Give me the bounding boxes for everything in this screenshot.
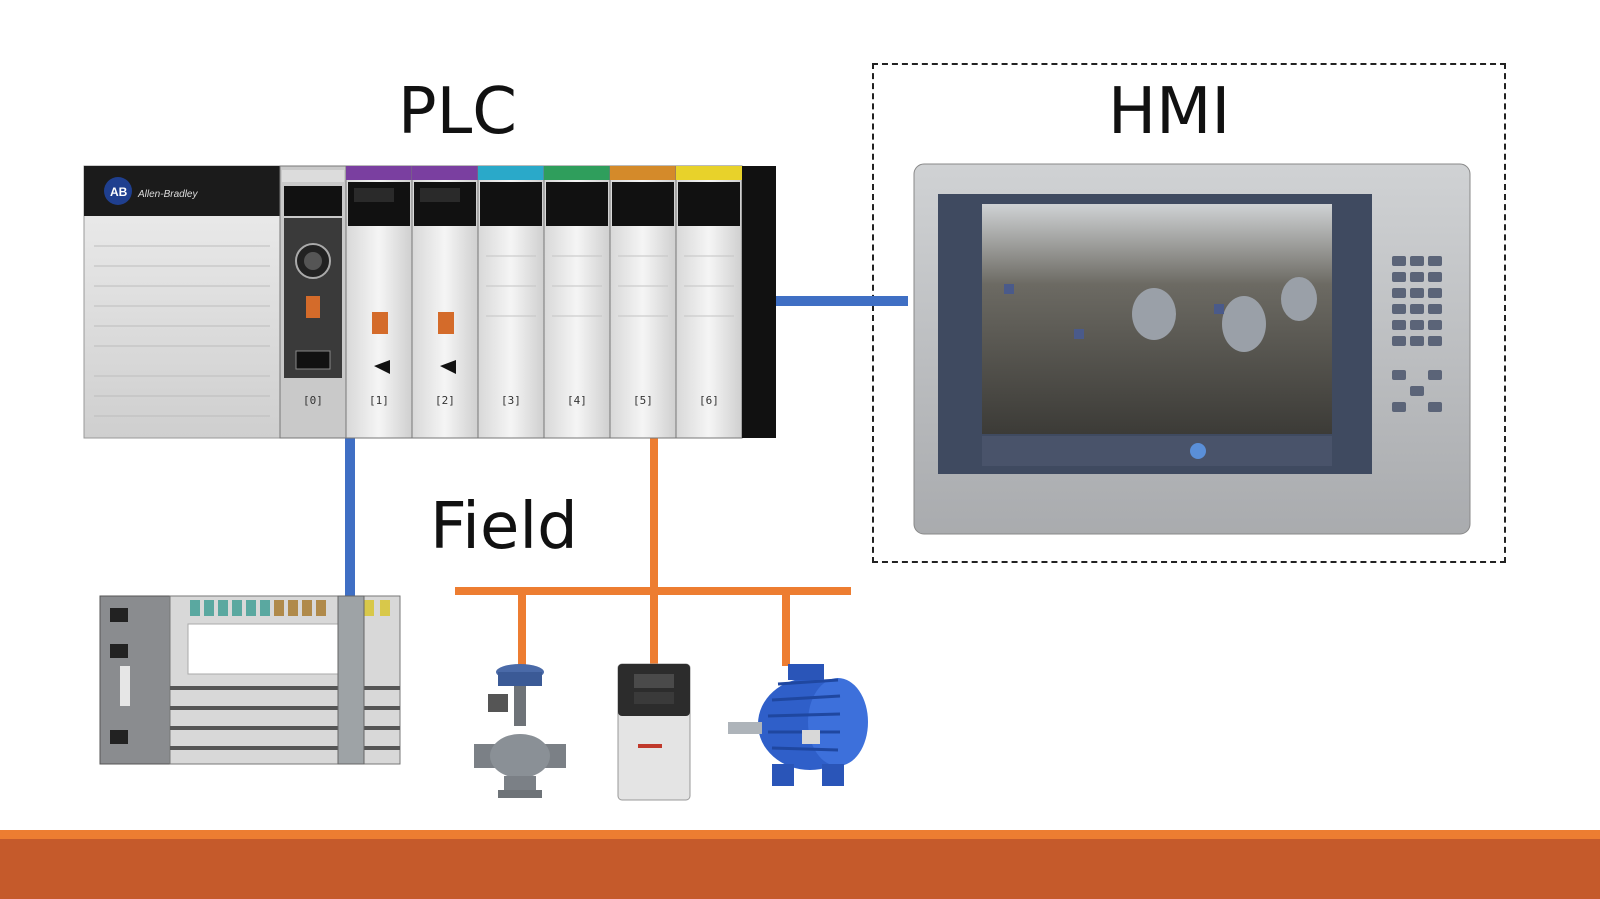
- footer-bar: [0, 830, 1600, 899]
- cpu-status-icon: [306, 296, 320, 318]
- hmi-group-box: [872, 63, 1506, 563]
- vfd-drive-image: [617, 663, 691, 801]
- remote-io-image: [99, 595, 401, 765]
- plc-title: PLC: [398, 75, 517, 149]
- slot-label: [6]: [699, 394, 719, 407]
- plc-remote-io-link: [345, 436, 355, 596]
- slot-label: [1]: [369, 394, 389, 407]
- slot-label: [4]: [567, 394, 587, 407]
- fieldbus-drop-valve: [518, 591, 526, 666]
- plc-brand: Allen-Bradley: [137, 189, 198, 200]
- allen-bradley-logo-icon: [104, 177, 132, 205]
- hmi-home-icon: [1190, 443, 1206, 459]
- field-title: Field: [430, 490, 578, 564]
- plc-logo-text: AB: [110, 185, 128, 199]
- hmi-panel-image: [913, 163, 1471, 535]
- electric-motor-image: [728, 664, 868, 786]
- fieldbus-drop-drive: [650, 591, 658, 666]
- slot-label: [0]: [303, 394, 323, 407]
- plc-hmi-link: [776, 296, 908, 306]
- plc-rack-image: AB Allen-Bradley: [83, 165, 776, 439]
- plc-fieldbus-drop: [650, 436, 658, 592]
- slot-label: [5]: [633, 394, 653, 407]
- control-valve-image: [474, 664, 566, 798]
- fieldbus-drop-motor: [782, 591, 790, 666]
- slot-label: [2]: [435, 394, 455, 407]
- hmi-title: HMI: [1108, 75, 1231, 149]
- slot-label: [3]: [501, 394, 521, 407]
